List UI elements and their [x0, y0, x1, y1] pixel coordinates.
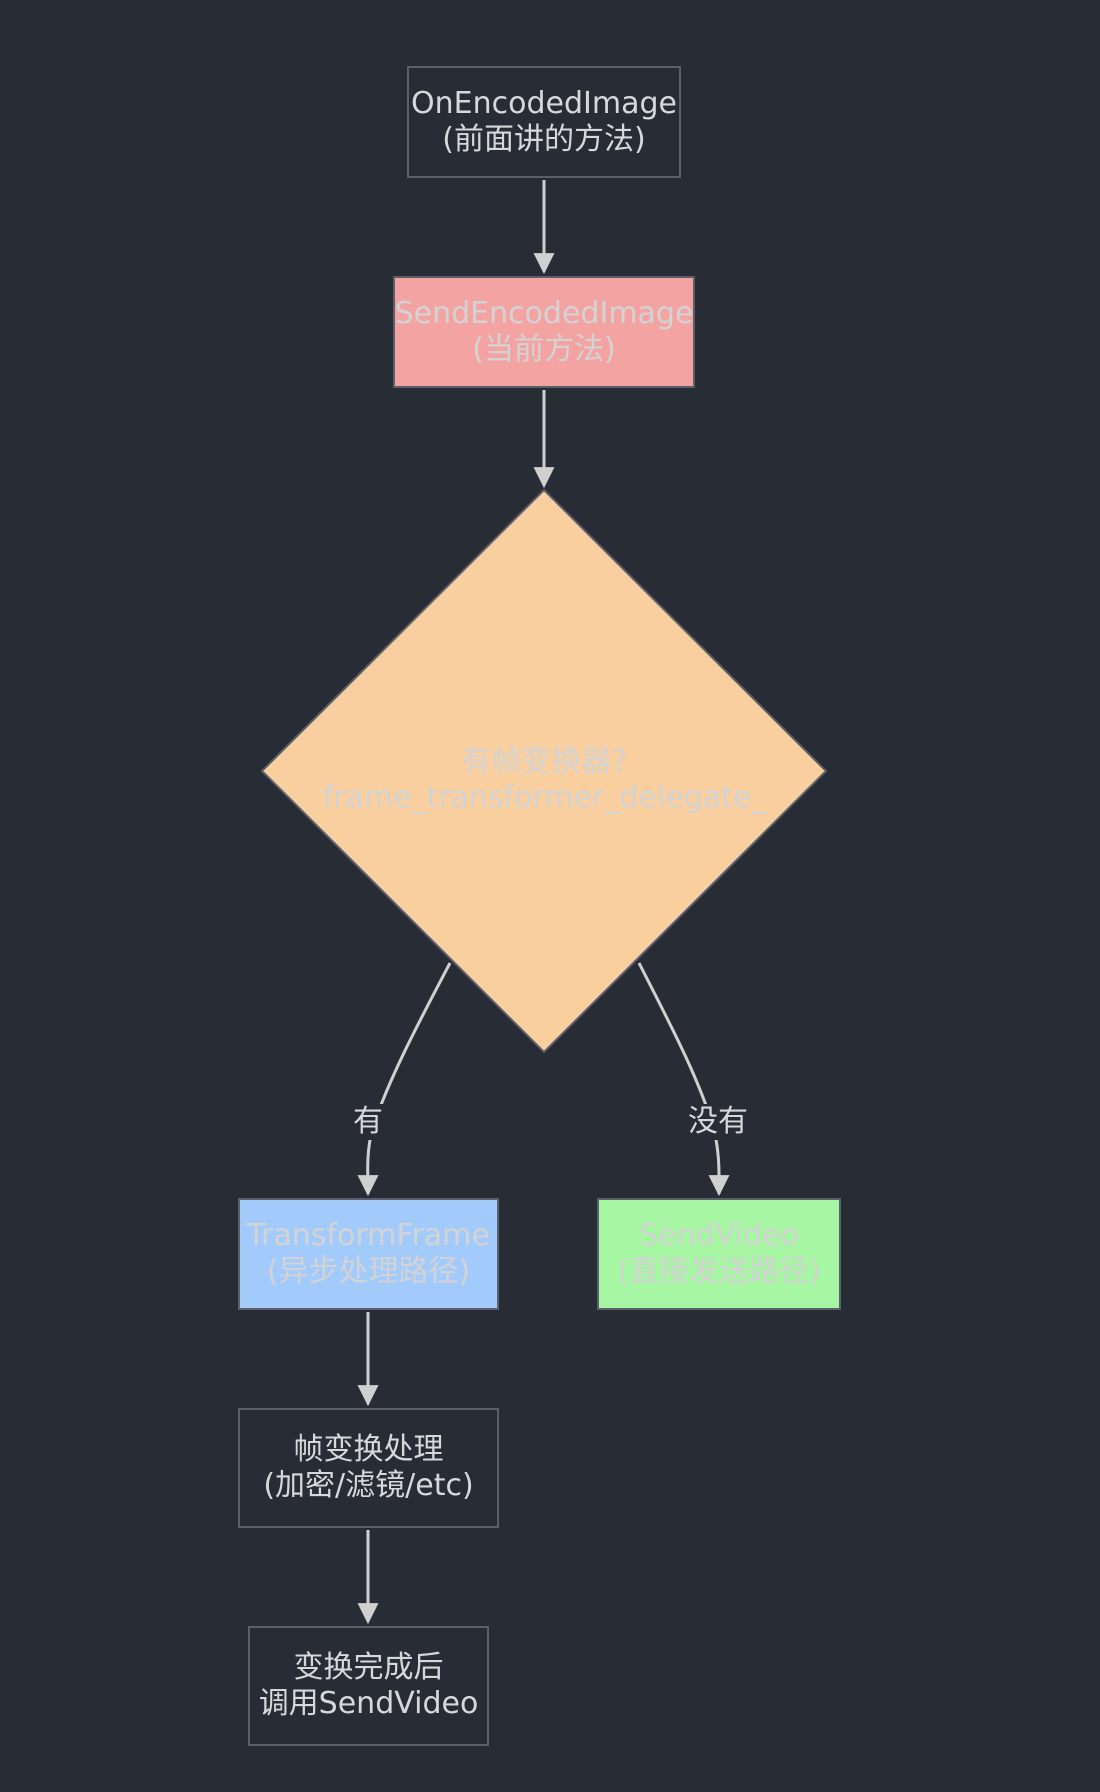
node-sendencodedimage-subtitle: (当前方法): [472, 332, 616, 367]
node-onencodedimage-subtitle: (前面讲的方法): [442, 122, 646, 157]
decision-label: 有帧变换器? frame_transformer_delegate_: [262, 720, 827, 840]
edge-label-yes: 有: [351, 1104, 385, 1140]
node-after-transform-subtitle: 调用SendVideo: [258, 1686, 479, 1721]
node-sendvideo-title: SendVideo: [639, 1218, 799, 1253]
decision-variable: frame_transformer_delegate_: [322, 780, 767, 815]
node-sendencodedimage: SendEncodedImage (当前方法): [393, 276, 695, 388]
node-sendvideo: SendVideo (直接发送路径): [597, 1198, 841, 1310]
node-sendvideo-subtitle: (直接发送路径): [617, 1254, 821, 1289]
decision-diamond: [260, 488, 828, 1054]
node-transformframe-subtitle: (异步处理路径): [266, 1254, 471, 1289]
node-after-transform: 变换完成后 调用SendVideo: [248, 1626, 489, 1746]
node-frame-transform-process-subtitle: (加密/滤镜/etc): [263, 1468, 474, 1503]
node-onencodedimage: OnEncodedImage (前面讲的方法): [407, 66, 681, 178]
node-frame-transform-process-title: 帧变换处理: [293, 1432, 444, 1467]
edge-decision-to-transformframe: [357, 962, 452, 1197]
node-transformframe: TransformFrame (异步处理路径): [238, 1198, 499, 1310]
node-onencodedimage-title: OnEncodedImage: [411, 86, 677, 121]
decision-question: 有帧变换器?: [461, 744, 628, 779]
edge-decision-to-sendvideo: [637, 962, 730, 1197]
node-after-transform-title: 变换完成后: [293, 1650, 444, 1685]
node-frame-transform-process: 帧变换处理 (加密/滤镜/etc): [238, 1408, 499, 1528]
node-transformframe-title: TransformFrame: [247, 1218, 490, 1253]
node-sendencodedimage-title: SendEncodedImage: [394, 296, 694, 331]
edge-label-no: 没有: [686, 1104, 750, 1140]
